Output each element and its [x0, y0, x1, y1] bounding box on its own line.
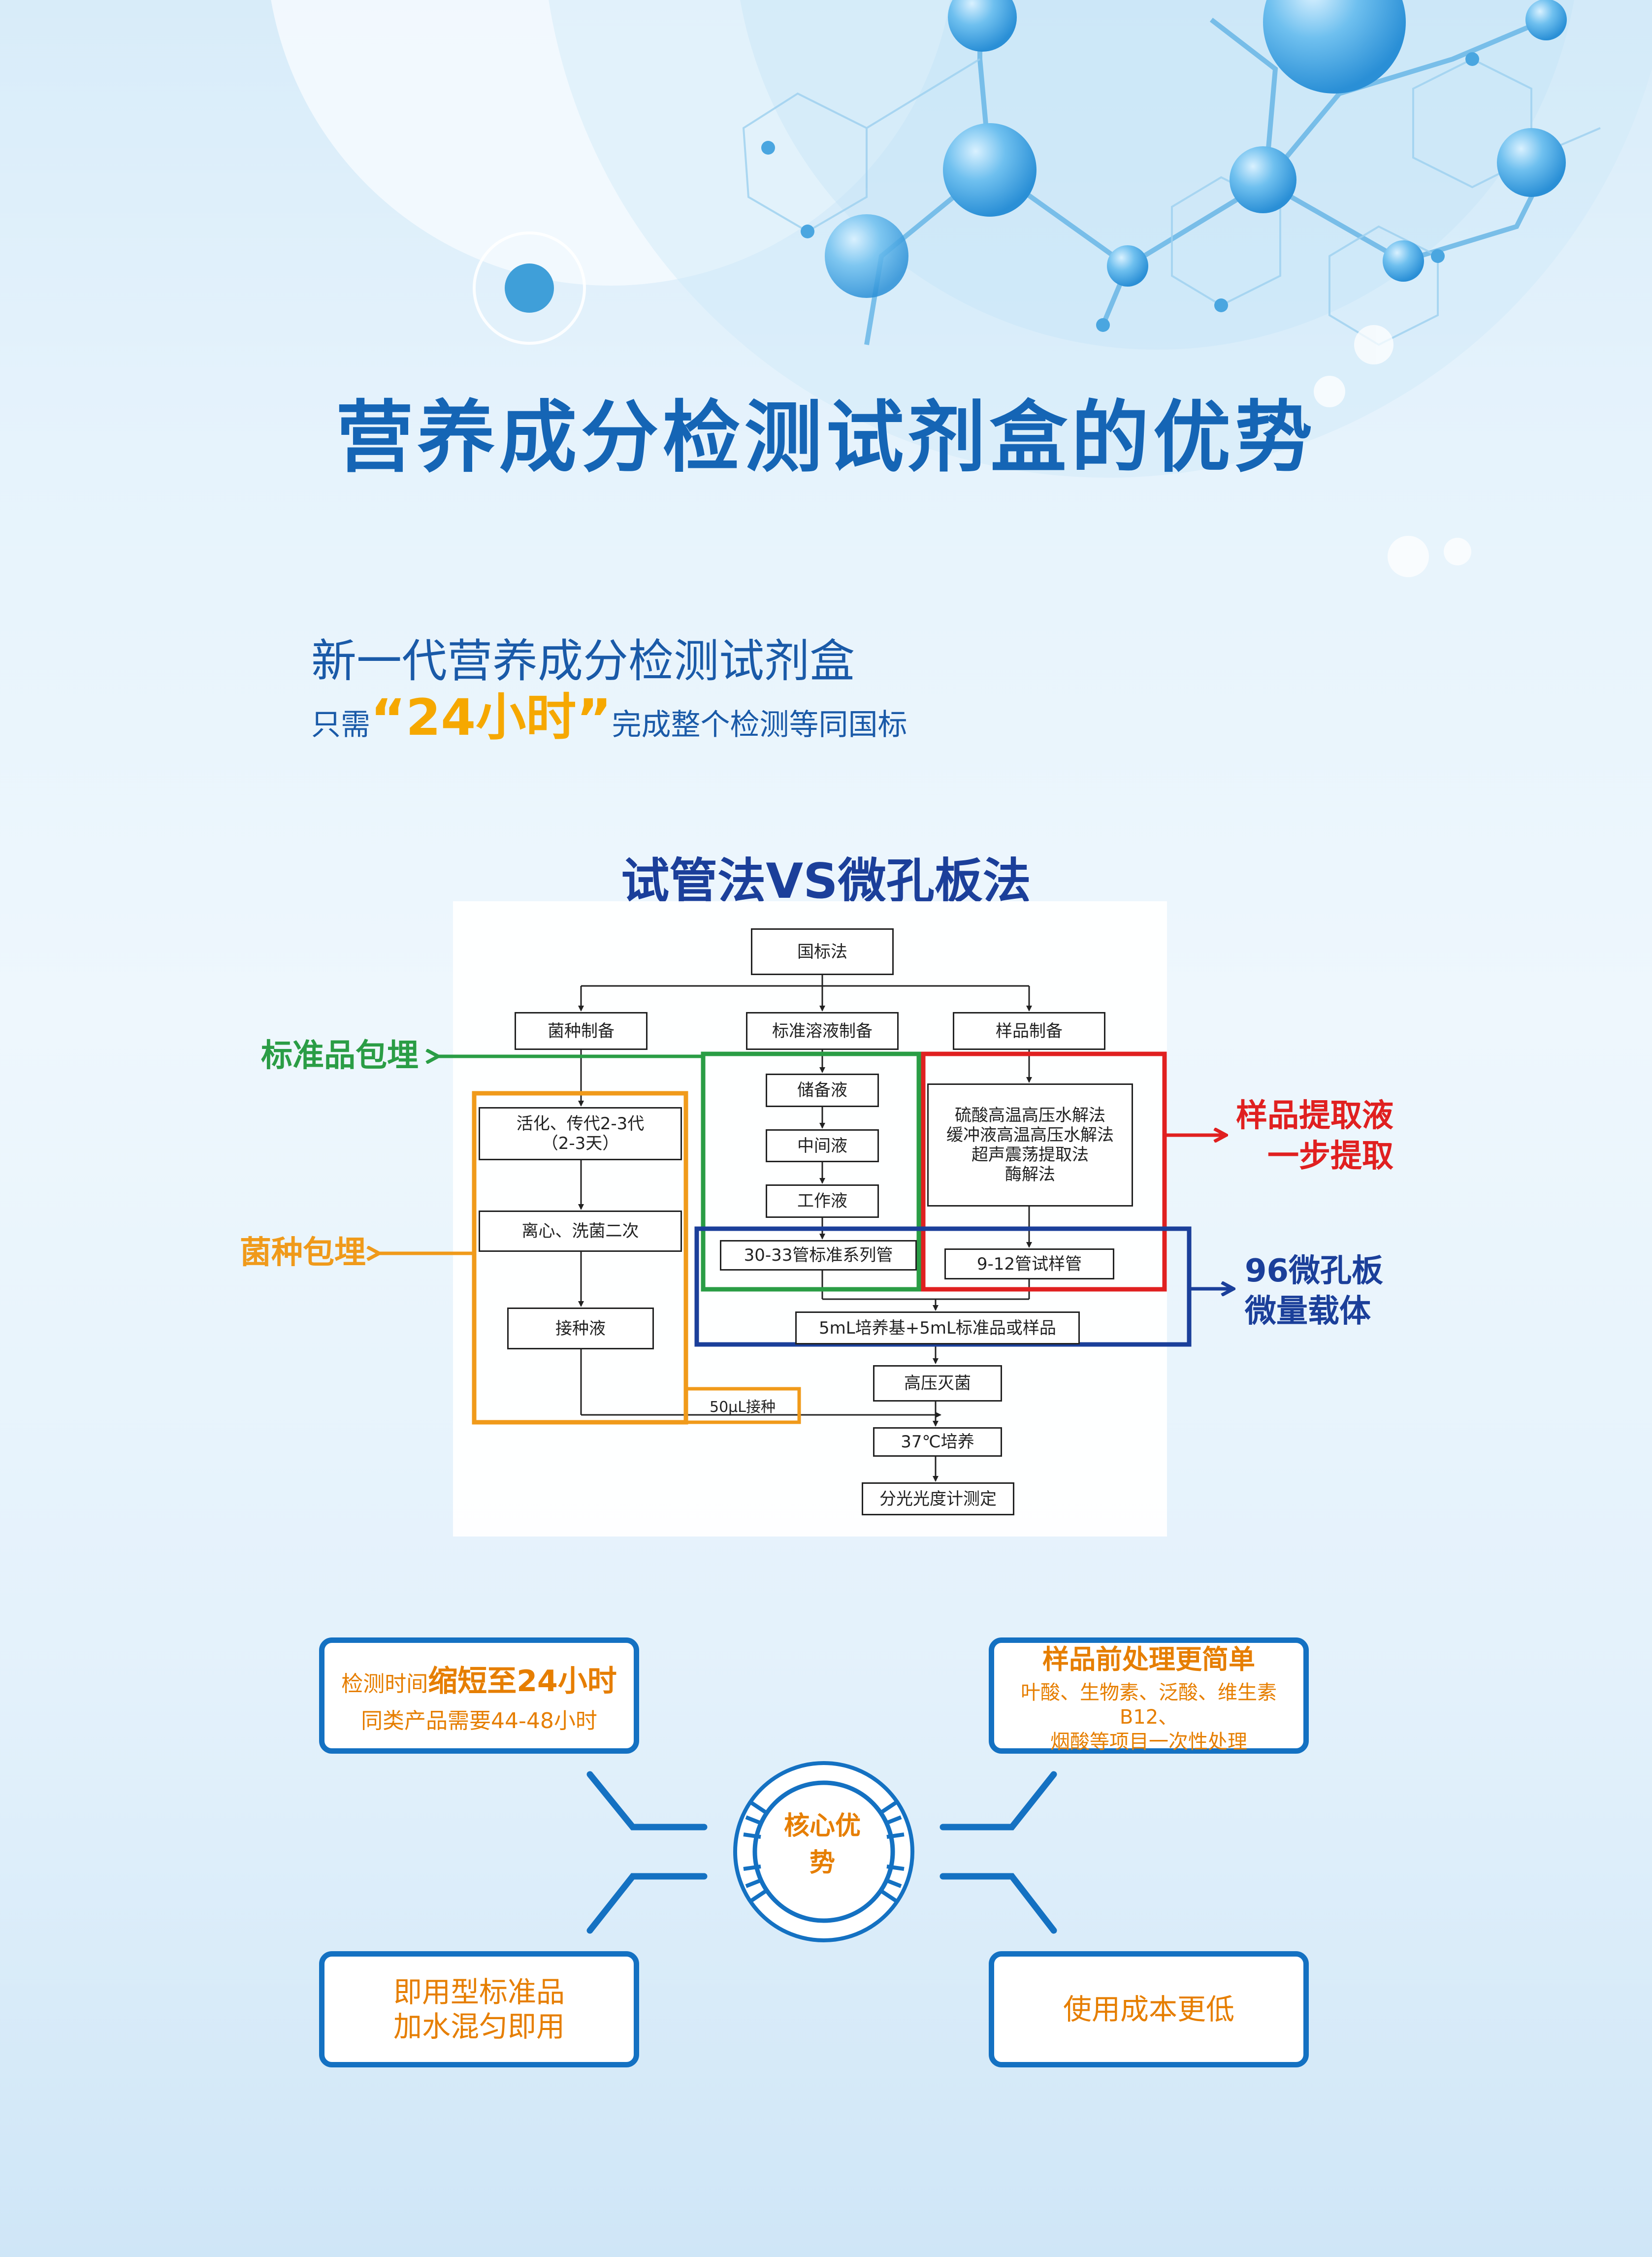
card-ready-standard: 即用型标准品 加水混匀即用: [319, 1951, 639, 2067]
time-emphasis: 缩短至24小时: [428, 1664, 617, 1699]
node-centrifuge: 离心、洗菌二次: [479, 1210, 682, 1252]
pretreat-title: 样品前处理更简单: [1042, 1643, 1255, 1675]
node-hydrolysis: 硫酸高温高压水解法 缓冲液高温高压水解法 超声震荡提取法 酶解法: [927, 1083, 1133, 1207]
time-prefix: 检测时间: [341, 1671, 428, 1697]
subtitle-line1: 新一代营养成分检测试剂盒: [311, 635, 855, 687]
node-working: 工作液: [766, 1184, 879, 1218]
label-strain-embed: 菌种包埋: [240, 1235, 366, 1271]
connector-top-right: [939, 1771, 1057, 1831]
node-intermediate: 中间液: [766, 1129, 879, 1162]
node-incubate: 37℃培养: [873, 1427, 1002, 1457]
node-sample-prep: 样品制备: [953, 1012, 1105, 1050]
sample-frame: [921, 1051, 1167, 1292]
subtitle-line2: 只需“24小时”完成整个检测等同国标: [311, 677, 907, 751]
core-inner-ring: [752, 1780, 895, 1923]
node-tubes-std: 30-33管标准系列管: [720, 1240, 917, 1271]
std-frame: [701, 1051, 921, 1292]
card-detection-time: 检测时间缩短至24小时 同类产品需要44-48小时: [319, 1637, 639, 1754]
node-medium: 5mL培养基+5mL标准品或样品: [795, 1311, 1080, 1344]
node-gb: 国标法: [751, 928, 894, 975]
time-line1: 检测时间缩短至24小时: [341, 1657, 617, 1700]
page-title: 营养成分检测试剂盒的优势: [335, 393, 1317, 483]
close-quote-glyph: ”: [576, 687, 612, 751]
bg-ring-small: [473, 231, 586, 345]
node-strain-prep: 菌种制备: [515, 1012, 648, 1050]
card-lower-cost: 使用成本更低: [989, 1951, 1309, 2067]
connector-bottom-left: [586, 1873, 708, 1934]
inoculate-label: 50μL接种: [710, 1399, 776, 1416]
pretreat-detail: 叶酸、生物素、泛酸、维生素B12、 烟酸等项目一次性处理: [1021, 1681, 1277, 1753]
core-ticks: [743, 1800, 905, 1903]
label-std-embed: 标准品包埋: [261, 1038, 419, 1074]
bg-dot: [505, 263, 554, 313]
label-sample-extract: 样品提取液 一步提取: [1236, 1098, 1393, 1175]
card-pretreatment: 样品前处理更简单 叶酸、生物素、泛酸、维生素B12、 烟酸等项目一次性处理: [989, 1637, 1309, 1754]
open-quote-glyph: “: [370, 687, 406, 751]
microplate-frame: [694, 1226, 1192, 1347]
node-sterilize: 高压灭菌: [873, 1365, 1002, 1402]
flowchart-title: 试管法VS微孔板法: [621, 853, 1031, 910]
node-measure: 分光光度计测定: [862, 1482, 1014, 1515]
ready-text: 即用型标准品 加水混匀即用: [393, 1975, 565, 2043]
inoculate-label-frame: [684, 1387, 801, 1424]
connector-top-left: [586, 1771, 708, 1831]
subtitle-highlight: 24小时: [406, 688, 577, 747]
bg-circle-large: [271, 0, 950, 286]
label-microplate: 96微孔板 微量载体: [1245, 1253, 1384, 1330]
node-stock: 储备液: [766, 1074, 879, 1107]
core-advantage-label: 核心优势: [783, 1811, 861, 1878]
node-tubes-sample: 9-12管试样管: [944, 1248, 1114, 1279]
node-activate: 活化、传代2-3代 （2-3天）: [479, 1107, 682, 1160]
node-inoculum: 接种液: [507, 1308, 654, 1349]
subtitle-suffix: 完成整个检测等同国标: [612, 708, 907, 742]
strain-frame: [472, 1091, 688, 1425]
node-std-prep: 标准溶液制备: [746, 1012, 899, 1050]
connector-bottom-right: [939, 1873, 1057, 1934]
subtitle-prefix: 只需: [311, 708, 370, 742]
time-line2: 同类产品需要44-48小时: [361, 1708, 597, 1734]
bokeh: [1314, 325, 1471, 577]
cost-text: 使用成本更低: [1063, 1993, 1234, 2026]
molecule-spheres: [761, 0, 1567, 332]
